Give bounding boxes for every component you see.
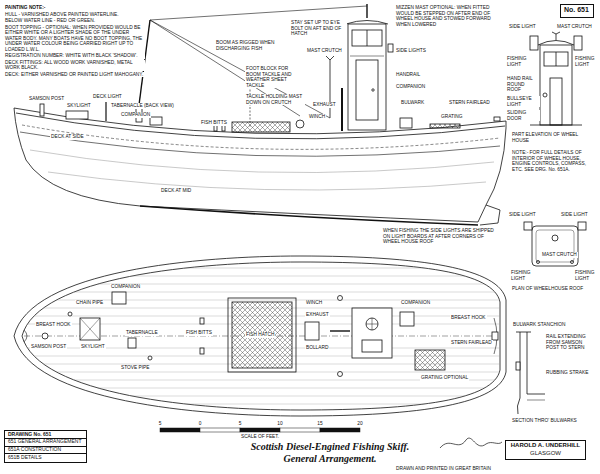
part-label: FISHING LIGHT	[574, 56, 597, 67]
part-label: SAMSON POST	[28, 96, 65, 102]
part-label: TABERNACLE (BACK VIEW)	[110, 103, 175, 109]
part-label: BREAST HOOK	[35, 322, 72, 328]
part-label: RAIL EXTENDING FROM SAMSON POST TO STERN	[545, 334, 597, 351]
part-label: HAND RAIL ROUND ROOF	[506, 76, 538, 93]
part-label: TABERNACLE	[125, 330, 159, 336]
drawing-title: Scottish Diesel-Engined Fishing Skiff.	[249, 441, 412, 452]
box-text: 651A CONSTRUCTION	[5, 447, 86, 455]
box-heading: No. 651	[564, 6, 590, 14]
part-label: BREAST HOOK	[450, 315, 487, 321]
part-label: BULLSEYE LIGHT	[506, 96, 540, 107]
part-label: COMPANION	[395, 84, 426, 90]
part-label: COMPANION	[120, 112, 151, 118]
part-label: GRATING	[440, 114, 464, 120]
part-label: HANDRAIL	[395, 72, 421, 78]
box-heading: HAROLD A. UNDERHILL	[510, 442, 581, 450]
part-label: BOLLARD	[305, 345, 329, 351]
part-label: SIDE LIGHT	[508, 212, 537, 218]
maker-box: HAROLD A. UNDERHILLGLASGOW	[505, 440, 586, 460]
part-label: DECK LIGHT	[92, 94, 123, 100]
scale-number: 10	[276, 421, 283, 427]
part-label: EXHAUST	[312, 102, 337, 108]
box-text: 651 GENERAL ARRANGEMENT	[5, 439, 86, 447]
part-label: BOOM AS RIGGED WHEN DISCHARGING FISH	[215, 40, 292, 51]
part-label: COMPANION	[400, 300, 431, 306]
part-label: MAST CRUTCH	[306, 48, 343, 54]
part-label: SLIDING DOOR	[506, 110, 540, 121]
part-label: SKYLIGHT	[80, 344, 106, 350]
part-label: PLAN OF WHEELHOUSE ROOF	[511, 286, 597, 292]
rigging	[139, 6, 367, 128]
part-label: TACKLE HOLDING MAST DOWN ON CRUTCH	[245, 94, 305, 105]
part-label: FOOT BLOCK FOR BOOM TACKLE AND WEATHER S…	[245, 66, 305, 88]
part-label: FISHING LIGHT	[506, 56, 536, 67]
note-text: REGISTRATION NUMBER: WHITE WITH BLACK 'S…	[5, 53, 145, 59]
note-heading: PAINTING NOTE:-	[5, 5, 145, 11]
note-text: HULL - VARNISHED ABOVE PAINTED WATERLINE…	[5, 12, 145, 18]
part-label: CHAIN PIPE	[75, 300, 104, 306]
note-text: DECK FITTINGS: ALL WOOD WORK VARNISHED, …	[5, 60, 145, 71]
note-text: BELOW WATER LINE - RED OR GREEN.	[5, 18, 145, 24]
drawing-list-table: DRAWING No. 651651 GENERAL ARRANGEMENT65…	[4, 430, 87, 463]
part-label: DECK AT SIDE	[50, 134, 85, 140]
part-label: DRAWN AND PRINTED IN GREAT BRITAIN	[395, 466, 492, 472]
part-label: SAMSON POST	[30, 344, 67, 350]
part-label: WINCH	[305, 300, 323, 306]
part-label: STERN FAIRLEAD	[448, 100, 491, 106]
scale-bar	[160, 428, 360, 432]
painting-notes: PAINTING NOTE:-HULL - VARNISHED ABOVE PA…	[5, 5, 145, 78]
note-text: BOOT TOPPING - OPTIONAL: WHEN PROVIDED W…	[5, 25, 145, 53]
part-label: DECK AT MID	[160, 188, 192, 194]
scale-number: 20	[356, 421, 363, 427]
signature	[440, 438, 502, 448]
sheet-number-box: No. 651	[560, 4, 594, 18]
part-label: MAST CRUTCH	[541, 252, 578, 258]
part-label: RUBBING STRAKE	[545, 370, 589, 376]
part-label: FISHING LIGHT	[574, 270, 597, 281]
box-text: 651B DETAILS	[5, 454, 86, 461]
part-label: COMPANION	[110, 284, 141, 290]
part-label: SCALE OF FEET.	[240, 434, 280, 440]
part-label: MAST CRUTCH	[556, 24, 593, 30]
drawing-subtitle: General Arrangement.	[282, 453, 379, 464]
part-label: NOTE:- FOR FULL DETAILS OF INTERIOR OF W…	[511, 150, 597, 172]
part-label: FISH HATCH	[245, 332, 275, 338]
part-label: FISHING LIGHT	[510, 270, 534, 281]
part-label: BULWARK	[400, 100, 425, 106]
part-label: FISH BITTS	[200, 120, 228, 126]
part-label: GRATING OPTIONAL	[420, 375, 469, 381]
part-label: EXHAUST	[305, 312, 330, 318]
part-label: SKYLIGHT	[66, 103, 92, 109]
scale-number: 15	[316, 421, 323, 427]
note-text: DECK: EITHER VARNISHED OR PAINTED LIGHT …	[5, 72, 145, 78]
part-label: STERN FAIRLEAD	[450, 340, 493, 346]
hull-elevation	[14, 108, 506, 225]
part-label: FISH BITTS	[185, 330, 213, 336]
wheelhouse-elevation	[346, 4, 393, 130]
part-label: SIDE LIGHT	[560, 212, 589, 218]
box-heading: DRAWING No. 651	[5, 431, 86, 439]
part-label: WINCH	[308, 114, 326, 120]
part-label: STAY SET UP TO EYE BOLT ON AFT END OF HA…	[290, 20, 347, 37]
box-text: GLASGOW	[510, 450, 581, 458]
scale-number: 5	[238, 421, 243, 427]
wheelhouse-roof-plan	[524, 222, 586, 266]
hull-plan	[0, 256, 520, 416]
part-label: PART ELEVATION OF WHEEL HOUSE	[511, 132, 597, 143]
scale-number: 5	[158, 421, 163, 427]
part-label: SECTION THRO' BULWARKS	[511, 418, 597, 424]
part-label: SIDE LIGHT	[508, 24, 537, 30]
part-label: WHEN FISHING THE SIDE LIGHTS ARE SHIPPED…	[382, 228, 499, 245]
bulwark-section	[516, 332, 545, 414]
scale-number: 0	[198, 421, 203, 427]
part-label: SIDE LIGHTS	[395, 48, 427, 54]
part-label: STOVE PIPE	[120, 365, 150, 371]
part-label: MIZZEN MAST OPTIONAL: WHEN FITTED WOULD …	[395, 5, 497, 27]
part-label: BULWARK STANCHION	[512, 322, 566, 328]
